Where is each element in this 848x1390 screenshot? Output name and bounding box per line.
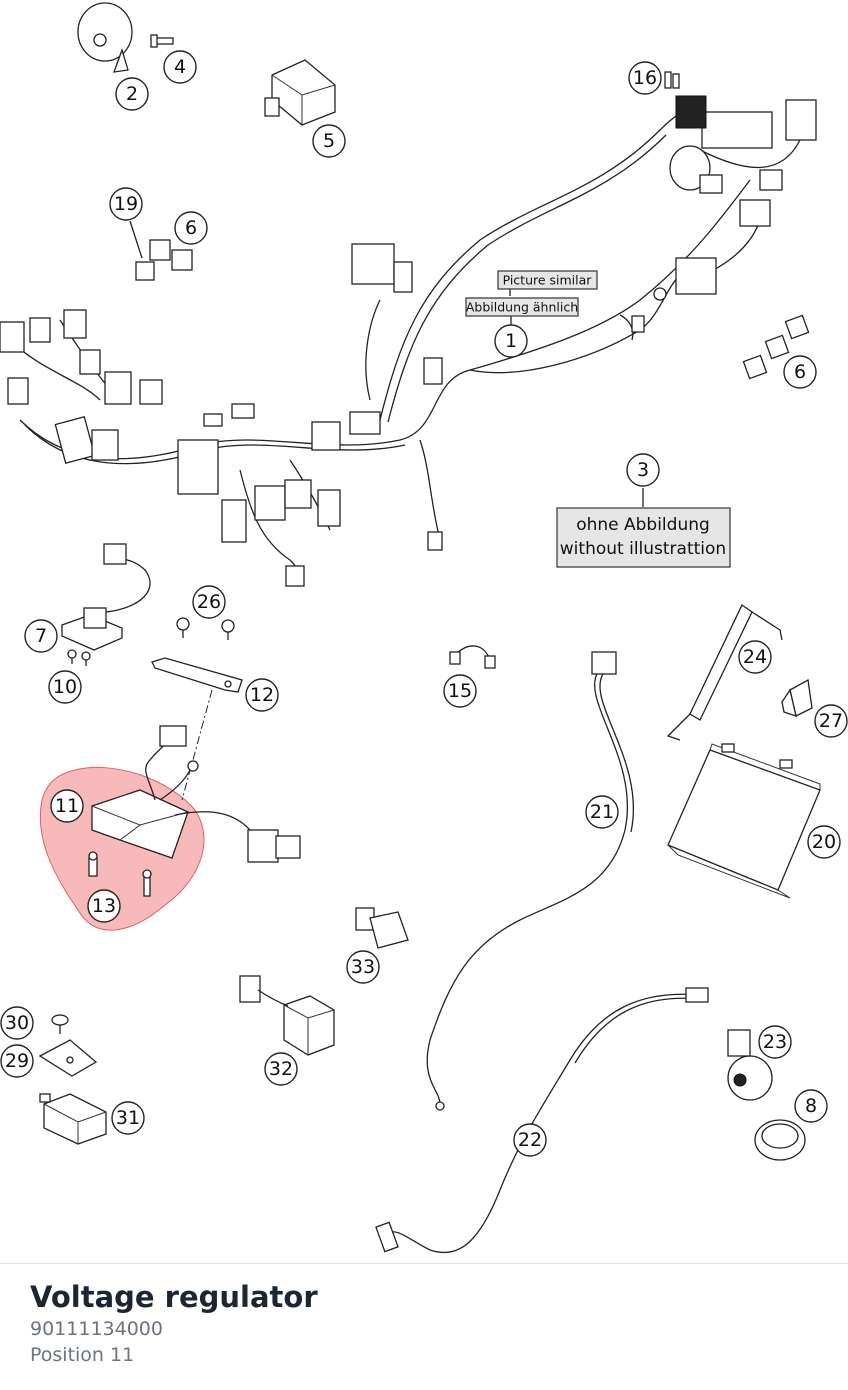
callout-26[interactable]: 26 bbox=[192, 585, 226, 619]
wiring-harness-part[interactable] bbox=[0, 95, 817, 587]
callout-21[interactable]: 21 bbox=[585, 795, 619, 829]
battery-part-20[interactable] bbox=[667, 743, 821, 899]
svg-text:26: 26 bbox=[197, 591, 221, 613]
svg-text:7: 7 bbox=[35, 625, 47, 647]
svg-text:22: 22 bbox=[518, 1129, 542, 1151]
svg-text:21: 21 bbox=[590, 801, 614, 823]
screw-part-30[interactable] bbox=[51, 1014, 69, 1034]
svg-text:29: 29 bbox=[5, 1050, 29, 1072]
flasher-part-31[interactable] bbox=[39, 1093, 107, 1145]
callout-8[interactable]: 8 bbox=[794, 1089, 828, 1123]
callout-10[interactable]: 10 bbox=[48, 670, 82, 704]
svg-text:5: 5 bbox=[323, 130, 335, 152]
callout-19[interactable]: 19 bbox=[109, 187, 143, 221]
callout-11[interactable]: 11 bbox=[50, 789, 84, 823]
svg-text:32: 32 bbox=[269, 1058, 293, 1080]
connectors-part-right[interactable] bbox=[742, 314, 810, 380]
selected-part-info: Voltage regulator 90111134000 Position 1… bbox=[30, 1278, 318, 1368]
svg-text:ohne Abbildung: ohne Abbildung bbox=[576, 515, 710, 535]
svg-text:16: 16 bbox=[633, 67, 657, 89]
callout-1[interactable]: 1 bbox=[494, 324, 528, 358]
horn-part[interactable] bbox=[77, 2, 133, 73]
callout-6a[interactable]: 6 bbox=[174, 211, 208, 245]
callout-2[interactable]: 2 bbox=[115, 77, 149, 111]
svg-text:12: 12 bbox=[250, 684, 274, 706]
svg-text:19: 19 bbox=[114, 193, 138, 215]
callout-13[interactable]: 13 bbox=[87, 889, 121, 923]
cable-part-22[interactable] bbox=[375, 987, 709, 1254]
svg-text:10: 10 bbox=[53, 676, 77, 698]
svg-text:30: 30 bbox=[5, 1012, 29, 1034]
svg-text:20: 20 bbox=[812, 831, 836, 853]
screws-part-10[interactable] bbox=[67, 649, 91, 666]
svg-text:23: 23 bbox=[763, 1031, 787, 1053]
callout-33[interactable]: 33 bbox=[346, 950, 380, 984]
part-position: Position 11 bbox=[30, 1344, 135, 1366]
callout-6b[interactable]: 6 bbox=[783, 355, 817, 389]
svg-text:11: 11 bbox=[55, 795, 79, 817]
voltage-regulator-part[interactable] bbox=[91, 725, 301, 863]
svg-text:Abbildung ähnlich: Abbildung ähnlich bbox=[466, 300, 578, 315]
relay-part-32[interactable] bbox=[239, 975, 335, 1056]
callout-7[interactable]: 7 bbox=[24, 619, 58, 653]
callout-15[interactable]: 15 bbox=[443, 674, 477, 708]
part-title: Voltage regulator bbox=[30, 1280, 318, 1314]
footer-divider bbox=[0, 1263, 848, 1264]
part-number: 90111134000 bbox=[30, 1318, 163, 1340]
clip-part-16[interactable] bbox=[664, 71, 680, 89]
picture-similar-note: Picture similar bbox=[497, 270, 598, 290]
connector-part-15[interactable] bbox=[449, 645, 496, 669]
connector-part-33[interactable] bbox=[355, 907, 409, 949]
callout-23[interactable]: 23 bbox=[758, 1025, 792, 1059]
callout-20[interactable]: 20 bbox=[807, 825, 841, 859]
callout-27[interactable]: 27 bbox=[814, 704, 848, 738]
sensor-part-7[interactable] bbox=[61, 543, 151, 651]
svg-text:Picture similar: Picture similar bbox=[503, 273, 593, 288]
callout-16[interactable]: 16 bbox=[628, 61, 662, 95]
svg-text:24: 24 bbox=[743, 646, 767, 668]
horn-bolt-part[interactable] bbox=[150, 34, 174, 48]
svg-text:15: 15 bbox=[448, 680, 472, 702]
abbildung-aehnlich-note: Abbildung ähnlich bbox=[465, 297, 579, 317]
svg-text:13: 13 bbox=[92, 895, 116, 917]
bracket-part-29[interactable] bbox=[38, 1039, 98, 1077]
relay-part[interactable] bbox=[264, 59, 336, 126]
svg-text:27: 27 bbox=[819, 710, 843, 732]
callout-24[interactable]: 24 bbox=[738, 640, 772, 674]
cap-part-8[interactable] bbox=[754, 1119, 806, 1161]
screws-part-13[interactable] bbox=[88, 851, 152, 897]
callout-4[interactable]: 4 bbox=[163, 50, 197, 84]
svg-text:33: 33 bbox=[351, 956, 375, 978]
cable-part-21[interactable] bbox=[426, 651, 634, 1111]
callout-32[interactable]: 32 bbox=[264, 1052, 298, 1086]
callout-31[interactable]: 31 bbox=[111, 1101, 145, 1135]
without-illustration-note: ohne Abbildung without illustrattion bbox=[556, 507, 731, 568]
svg-text:8: 8 bbox=[805, 1095, 817, 1117]
callout-30[interactable]: 30 bbox=[0, 1006, 34, 1040]
callout-22[interactable]: 22 bbox=[513, 1123, 547, 1157]
bulb-socket-part-23[interactable] bbox=[727, 1029, 773, 1101]
svg-text:2: 2 bbox=[126, 83, 138, 105]
svg-text:without illustrattion: without illustrattion bbox=[560, 539, 726, 559]
callout-12[interactable]: 12 bbox=[245, 678, 279, 712]
holder-part-27[interactable] bbox=[781, 678, 813, 717]
svg-text:1: 1 bbox=[505, 330, 517, 352]
svg-text:6: 6 bbox=[794, 361, 806, 383]
strap-part-24[interactable] bbox=[666, 604, 783, 741]
svg-text:6: 6 bbox=[185, 217, 197, 239]
exploded-parts-diagram: Picture similar Abbildung ähnlich ohne A… bbox=[0, 2, 848, 1254]
connectors-part-top[interactable] bbox=[135, 239, 193, 281]
svg-text:31: 31 bbox=[116, 1107, 140, 1129]
callout-3[interactable]: 3 bbox=[626, 453, 660, 487]
bracket-part-12[interactable] bbox=[151, 657, 243, 693]
callout-29[interactable]: 29 bbox=[0, 1044, 34, 1078]
screws-part-26[interactable] bbox=[176, 617, 235, 640]
callout-5[interactable]: 5 bbox=[312, 124, 346, 158]
svg-text:4: 4 bbox=[174, 56, 186, 78]
svg-text:3: 3 bbox=[637, 459, 649, 481]
